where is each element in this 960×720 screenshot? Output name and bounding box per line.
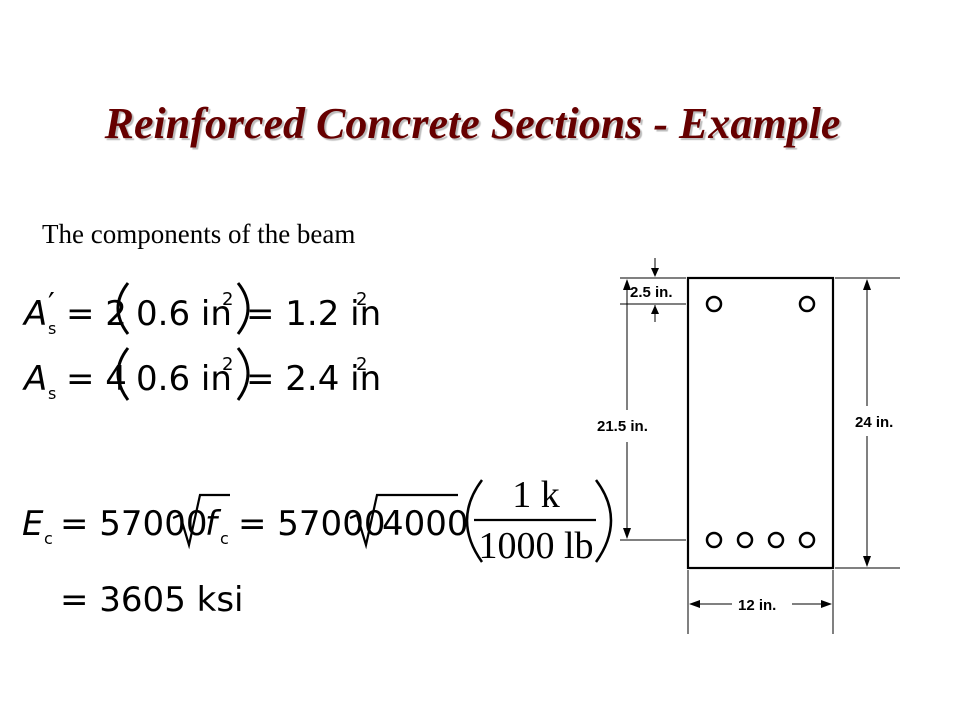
bottom-bar-circle <box>736 531 754 549</box>
cover-dimension: 2.5 in. <box>630 258 673 322</box>
arrowhead <box>863 279 871 290</box>
as-prime-symbol: A <box>22 294 47 334</box>
ec-symbol: E <box>22 504 44 544</box>
top-bars <box>705 295 816 313</box>
bottom-bar-circle <box>705 531 723 549</box>
ec-denominator: 1000 lb <box>478 525 593 567</box>
arrowhead <box>651 305 659 314</box>
depth-label: 21.5 in. <box>597 418 648 435</box>
slide-subtitle: The components of the beam <box>42 219 356 249</box>
ec-result: = 3605 ksi <box>60 580 243 620</box>
ec-sqrt-value: 4000 <box>382 504 469 544</box>
equation-as-prime: A ′ s = 2 0.6 in 2 = 1.2 in 2 <box>22 282 381 338</box>
arrowhead <box>651 268 659 277</box>
as-sub: s <box>48 384 56 403</box>
top-bar-circle <box>798 295 816 313</box>
ec-close-paren <box>594 479 613 563</box>
ec-sqrt2-radical <box>349 493 458 550</box>
equation-ec: E c = 57000 f c = 57000 4000 1 k 1000 lb… <box>22 474 613 620</box>
as-open-paren <box>116 347 130 401</box>
as-inner-exp: 2 <box>222 354 233 375</box>
as-rhs: = 4 <box>66 359 127 399</box>
beam-section-outline <box>686 276 835 570</box>
width-label: 12 in. <box>738 597 776 614</box>
as-prime-open-paren <box>116 282 130 335</box>
ec-f-sub: c <box>220 529 229 548</box>
arrowhead <box>623 279 631 290</box>
as-prime-rhs: = 2 <box>66 294 127 334</box>
depth-dimension: 21.5 in. <box>597 279 648 539</box>
bottom-bar-circle <box>798 531 816 549</box>
as-prime-inner: 0.6 in <box>136 294 232 334</box>
ec-eq2: = 57000 <box>238 504 385 544</box>
ec-sub: c <box>44 529 53 548</box>
as-result: = 2.4 in <box>246 359 381 399</box>
ec-sqrt1-radical <box>172 493 230 550</box>
bottom-bar-circle <box>767 531 785 549</box>
arrowhead <box>689 600 700 608</box>
as-close-paren <box>236 347 250 401</box>
as-prime-result-exp: 2 <box>356 289 367 310</box>
as-result-exp: 2 <box>356 354 367 375</box>
height-label: 24 in. <box>855 414 893 431</box>
as-prime-close-paren <box>236 282 250 335</box>
as-inner: 0.6 in <box>136 359 232 399</box>
as-prime-result: = 1.2 in <box>246 294 381 334</box>
arrowhead <box>821 600 832 608</box>
as-symbol: A <box>22 359 47 399</box>
as-prime-sub: s <box>48 319 56 338</box>
as-prime-inner-exp: 2 <box>222 289 233 310</box>
width-dimension: 12 in. <box>689 597 832 614</box>
ec-numerator: 1 k <box>512 474 560 516</box>
top-bar-circle <box>705 295 723 313</box>
equation-as: A s = 4 0.6 in 2 = 2.4 in 2 <box>22 347 381 403</box>
slide-title: Reinforced Concrete Sections - Example <box>104 99 841 148</box>
as-prime-mark: ′ <box>48 287 55 322</box>
arrowhead <box>863 556 871 567</box>
height-dimension: 24 in. <box>855 279 893 567</box>
bottom-bars <box>705 531 816 549</box>
cover-label: 2.5 in. <box>630 284 673 301</box>
arrowhead <box>623 528 631 539</box>
ec-open-paren <box>465 479 484 563</box>
